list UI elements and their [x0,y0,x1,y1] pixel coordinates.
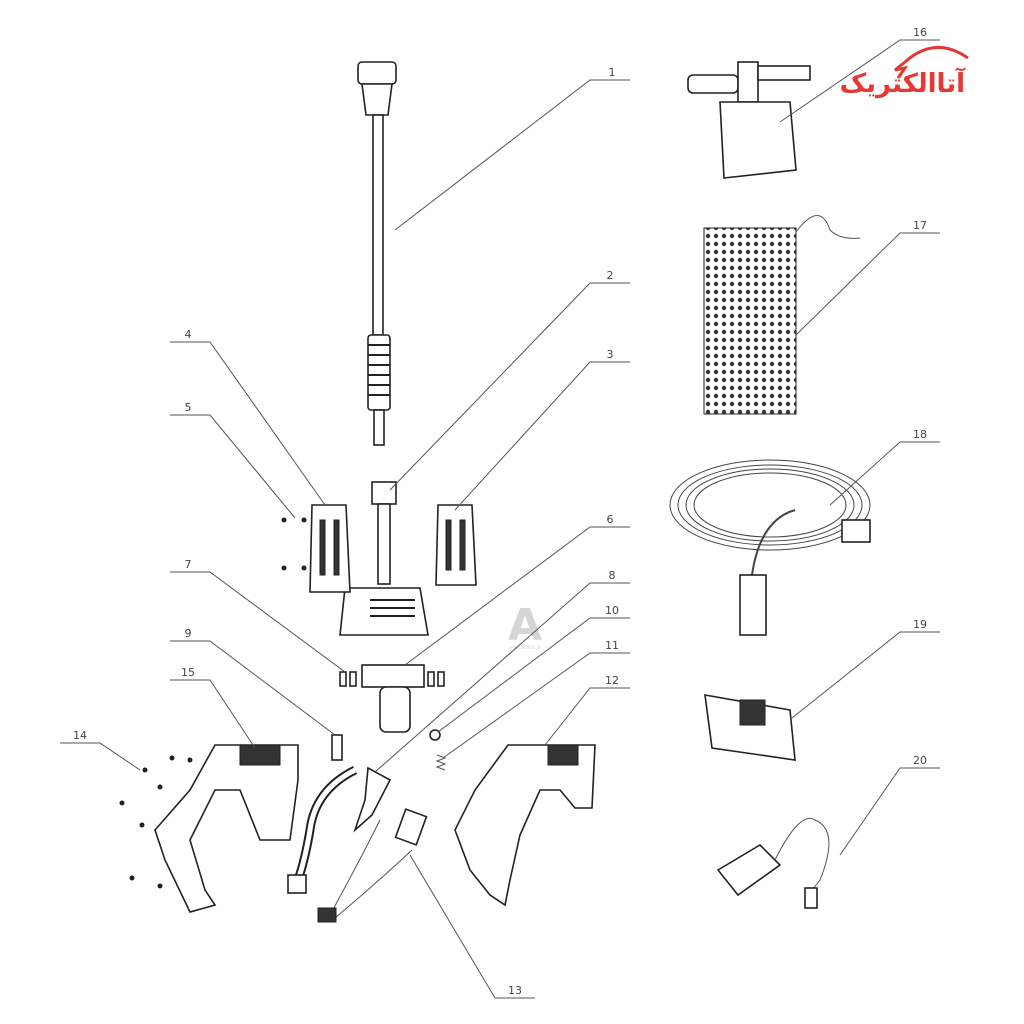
watermark: A ataelectric.ir [508,600,542,651]
logo-text: آتاالکتریک [840,67,966,99]
callout-10: 10 [437,604,630,733]
svg-text:1: 1 [609,66,616,79]
callout-18: 18 [829,428,940,506]
callout-3: 3 [454,348,630,511]
svg-text:9: 9 [185,627,192,640]
svg-text:16: 16 [913,26,927,39]
part-handle-screws [119,755,193,889]
svg-text:20: 20 [913,754,927,767]
part-charger [716,818,830,909]
part-trigger [353,766,392,833]
callout-12: 12 [544,674,630,746]
part-handle-left [154,744,299,913]
part-valve-spring [429,729,447,771]
svg-text:6: 6 [607,513,614,526]
part-pump-motor [339,664,445,733]
svg-text:13: 13 [508,984,522,997]
svg-text:12: 12 [605,674,619,687]
callout-14: 14 [60,729,141,771]
callout-2: 2 [389,269,630,491]
brand-logo: آتاالکتریک [840,45,969,99]
part-foam-nozzle [687,61,811,179]
callout-4: 4 [170,328,326,506]
callout-9: 9 [170,627,336,736]
svg-text:8: 8 [609,569,616,582]
part-side-cover-left [309,504,351,593]
part-screws [281,517,307,571]
svg-text:7: 7 [185,558,192,571]
svg-text:4: 4 [185,328,192,341]
watermark-caption: ataelectric.ir [509,645,542,651]
svg-text:11: 11 [605,639,619,652]
callout-1: 1 [394,66,630,231]
callout-6: 6 [404,513,630,666]
callout-19: 19 [791,618,940,719]
callout-5: 5 [170,401,296,519]
part-heating-mat [703,215,861,415]
callout-16: 16 [779,26,940,123]
watermark-letter: A [508,600,542,651]
part-hose-coil [669,459,871,636]
callout-13: 13 [409,854,535,999]
svg-text:17: 17 [913,219,927,232]
callout-11: 11 [442,639,630,759]
callout-17: 17 [795,219,940,336]
part-battery [704,694,796,761]
part-handle-right [454,744,596,907]
part-wiring [317,808,428,923]
callout-8: 8 [374,569,630,773]
callouts: 1 2 3 4 5 6 7 8 9 10 11 12 13 14 15 16 1… [60,26,940,999]
svg-text:18: 18 [913,428,927,441]
svg-text:19: 19 [913,618,927,631]
callout-20: 20 [839,754,940,856]
part-lance [357,61,397,446]
callout-15: 15 [170,666,256,749]
part-inner-hose [287,734,358,894]
svg-text:2: 2 [607,269,614,282]
svg-text:10: 10 [605,604,619,617]
part-side-cover-right [435,504,477,586]
callout-7: 7 [170,558,346,673]
svg-text:3: 3 [607,348,614,361]
part-connector [339,481,429,636]
svg-text:5: 5 [185,401,192,414]
svg-text:15: 15 [181,666,195,679]
svg-text:14: 14 [73,729,87,742]
